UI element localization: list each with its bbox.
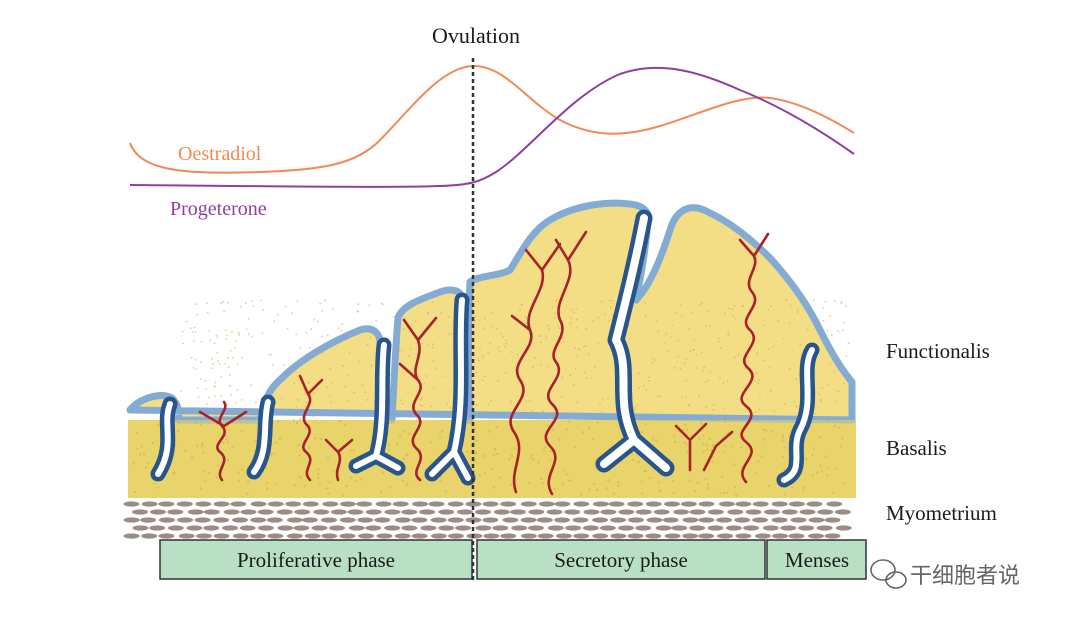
menses-phase-box — [766, 539, 867, 580]
vessel-7 — [738, 232, 770, 484]
basalis-label: Basalis — [886, 436, 947, 460]
oestradiol-label: Oestradiol — [178, 143, 262, 165]
uterine-glands — [150, 209, 820, 488]
vessel-5 — [509, 242, 562, 494]
wechat-icon — [870, 559, 907, 589]
myometrium-layer — [123, 498, 852, 542]
menses-phase-label: Menses — [785, 548, 849, 572]
ovulation-label: Ovulation — [432, 23, 520, 48]
gland-proliferative-1 — [150, 396, 178, 482]
phase-bar: Proliferative phase Secretory phase Mens… — [159, 539, 867, 580]
spiral-arteries — [198, 230, 770, 496]
vessel-1 — [198, 400, 248, 482]
basalis-overlay — [128, 420, 856, 498]
vessel-2 — [298, 374, 324, 482]
watermark-text: 干细胞者说 — [910, 564, 1020, 589]
gland-proliferative-3 — [348, 337, 406, 476]
oestradiol-curve — [129, 64, 855, 174]
functionalis-layer — [126, 199, 856, 424]
gland-proliferative-2 — [246, 394, 276, 480]
vessel-6 — [544, 230, 588, 496]
vessel-8 — [674, 422, 734, 472]
gland-secretory-1 — [595, 209, 675, 477]
secretory-phase-label: Secretory phase — [554, 548, 688, 572]
gland-menses-1 — [776, 342, 820, 488]
secretory-phase-box — [476, 539, 766, 580]
progesterone-curve — [129, 66, 855, 188]
functionalis-label: Functionalis — [886, 339, 990, 363]
watermark: 干细胞者说 — [870, 559, 1020, 589]
gland-proliferative-4 — [424, 292, 476, 486]
vessel-3 — [324, 438, 354, 482]
vessel-4 — [398, 316, 438, 482]
progesterone-label: Progeterone — [170, 198, 267, 220]
proliferative-phase-label: Proliferative phase — [237, 548, 395, 572]
proliferative-phase-box — [159, 539, 473, 580]
myometrium-label: Myometrium — [886, 501, 997, 525]
